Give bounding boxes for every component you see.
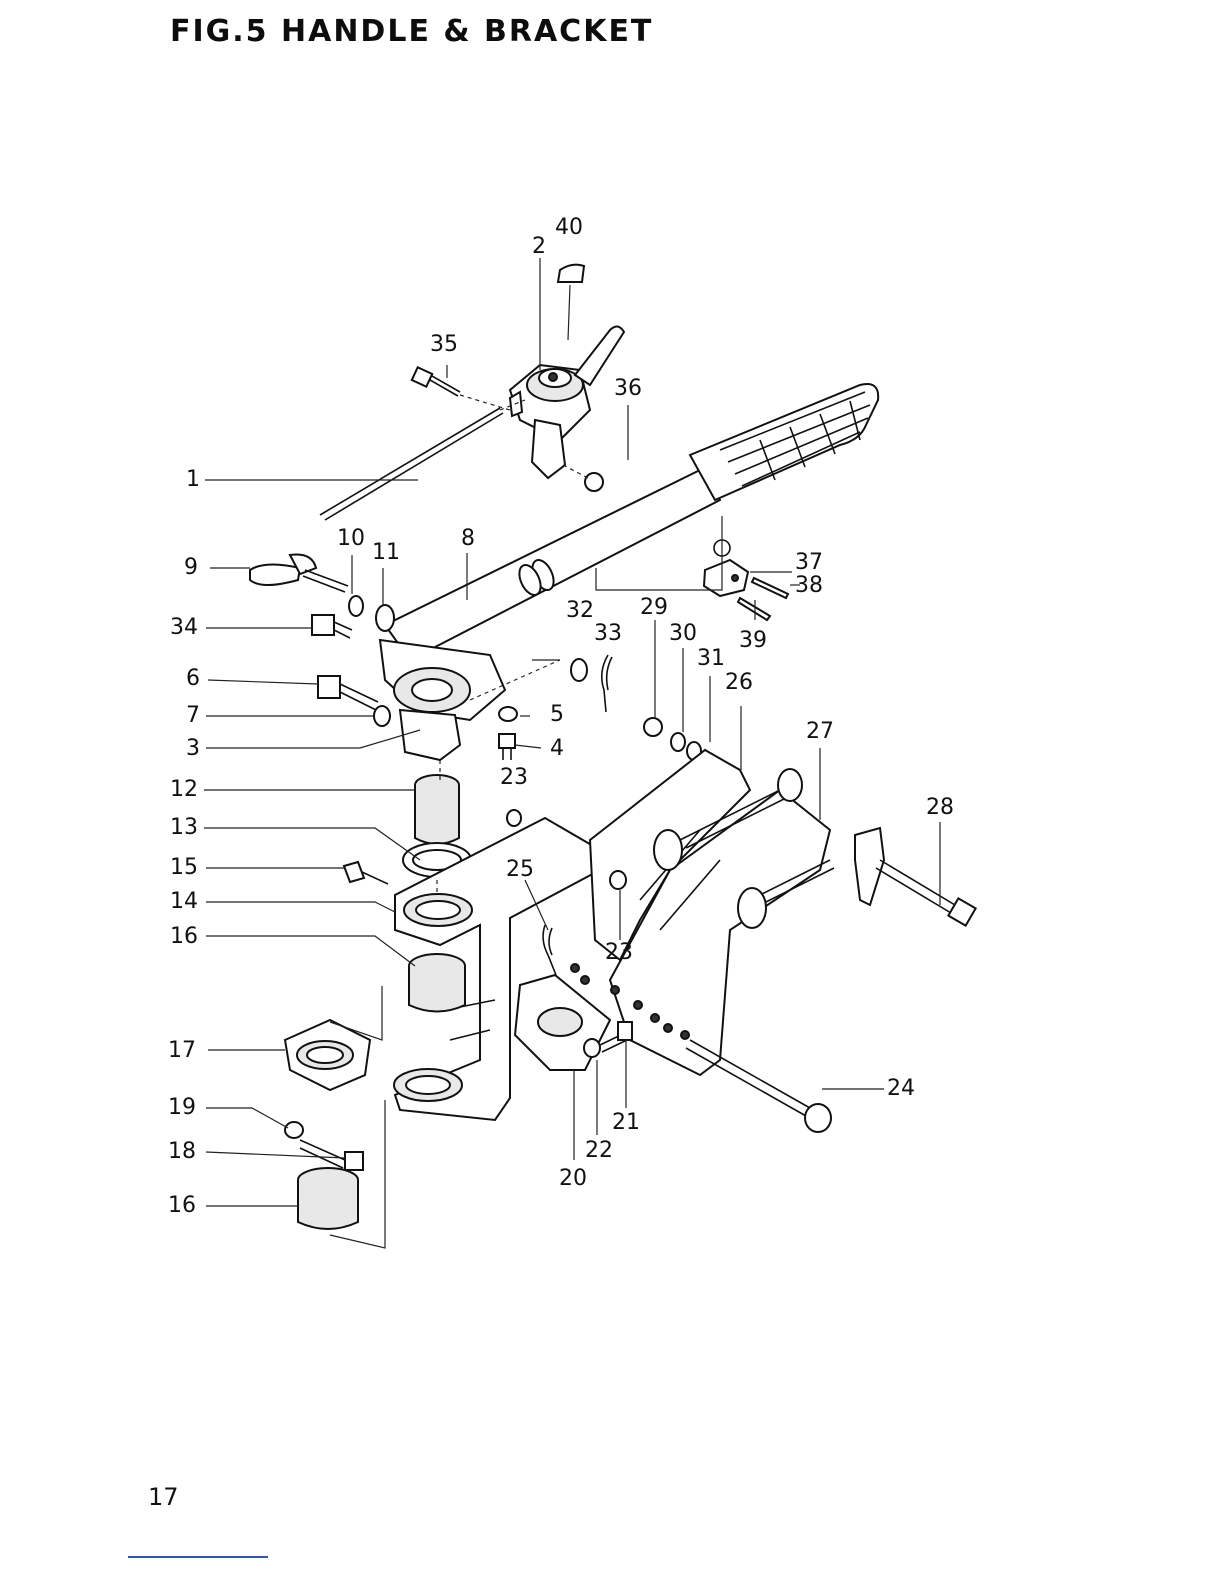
block-37 (704, 540, 748, 596)
throttle-housing (510, 326, 624, 478)
nut-36 (585, 473, 603, 491)
washer-30 (671, 733, 685, 751)
pin-40 (558, 265, 584, 282)
tiller-handle (385, 384, 878, 660)
callout-18: 18 (168, 1141, 196, 1163)
throttle-rod (320, 400, 525, 520)
page-number: 17 (148, 1483, 179, 1511)
callout-20: 20 (559, 1168, 587, 1190)
callout-6: 6 (186, 668, 200, 690)
callout-36: 36 (614, 378, 642, 400)
nut-23-mid (610, 871, 626, 889)
bottom-rule (128, 1556, 268, 1558)
callout-17: 17 (168, 1040, 196, 1062)
bolt-28 (876, 860, 976, 926)
screw-4 (499, 734, 515, 760)
callout-25: 25 (506, 859, 534, 881)
callout-23-mid: 23 (605, 942, 633, 964)
washer-5 (499, 707, 517, 721)
washer-22 (584, 1039, 600, 1057)
callout-37: 37 (795, 552, 823, 574)
bushing-12 (415, 775, 459, 844)
collar-17 (285, 1020, 370, 1090)
callout-16-lower: 16 (168, 1195, 196, 1217)
callout-4: 4 (550, 738, 564, 760)
bolt-6 (318, 676, 378, 710)
callout-38: 38 (795, 575, 823, 597)
callout-24: 24 (887, 1078, 915, 1100)
washer-19 (285, 1122, 303, 1138)
callout-33: 33 (594, 623, 622, 645)
wing-bolt-9 (250, 555, 348, 592)
callout-13: 13 (170, 817, 198, 839)
bush-29 (644, 718, 662, 736)
callout-40: 40 (555, 217, 583, 239)
callout-32: 32 (566, 600, 594, 622)
callout-21: 21 (612, 1112, 640, 1134)
steering-head (380, 640, 505, 760)
callout-23-top: 23 (500, 767, 528, 789)
callout-5: 5 (550, 704, 564, 726)
callout-8: 8 (461, 528, 475, 550)
callout-3: 3 (186, 738, 200, 760)
callout-12: 12 (170, 779, 198, 801)
washer-11 (376, 605, 394, 631)
callout-11: 11 (372, 542, 400, 564)
pin-39 (738, 598, 770, 620)
pin-38 (752, 578, 788, 598)
callout-26: 26 (725, 672, 753, 694)
bolt-34 (312, 615, 352, 638)
bolt-18 (300, 1140, 363, 1170)
washer-7 (374, 706, 390, 726)
washer-10 (349, 596, 363, 616)
callout-35: 35 (430, 334, 458, 356)
callout-10: 10 (337, 528, 365, 550)
callout-39: 39 (739, 630, 767, 652)
screw-15 (344, 862, 364, 882)
callout-1: 1 (186, 469, 200, 491)
callout-15: 15 (170, 857, 198, 879)
callout-7: 7 (186, 705, 200, 727)
callout-9: 9 (184, 557, 198, 579)
callout-2: 2 (532, 236, 546, 258)
nut-23-top (507, 810, 521, 826)
washer-32 (571, 659, 587, 681)
callout-31: 31 (697, 648, 725, 670)
bushing-16-lower (298, 1168, 358, 1229)
callout-30: 30 (669, 623, 697, 645)
callout-29: 29 (640, 597, 668, 619)
bushing-16-upper (409, 954, 465, 1012)
cotter-33 (602, 655, 612, 712)
callout-34: 34 (170, 617, 198, 639)
callout-19: 19 (168, 1097, 196, 1119)
cotter-25 (543, 925, 556, 975)
callout-28: 28 (926, 797, 954, 819)
bolt-35 (412, 367, 510, 410)
callout-14: 14 (170, 891, 198, 913)
callout-16-upper: 16 (170, 926, 198, 948)
callout-27: 27 (806, 721, 834, 743)
callout-22: 22 (585, 1140, 613, 1162)
